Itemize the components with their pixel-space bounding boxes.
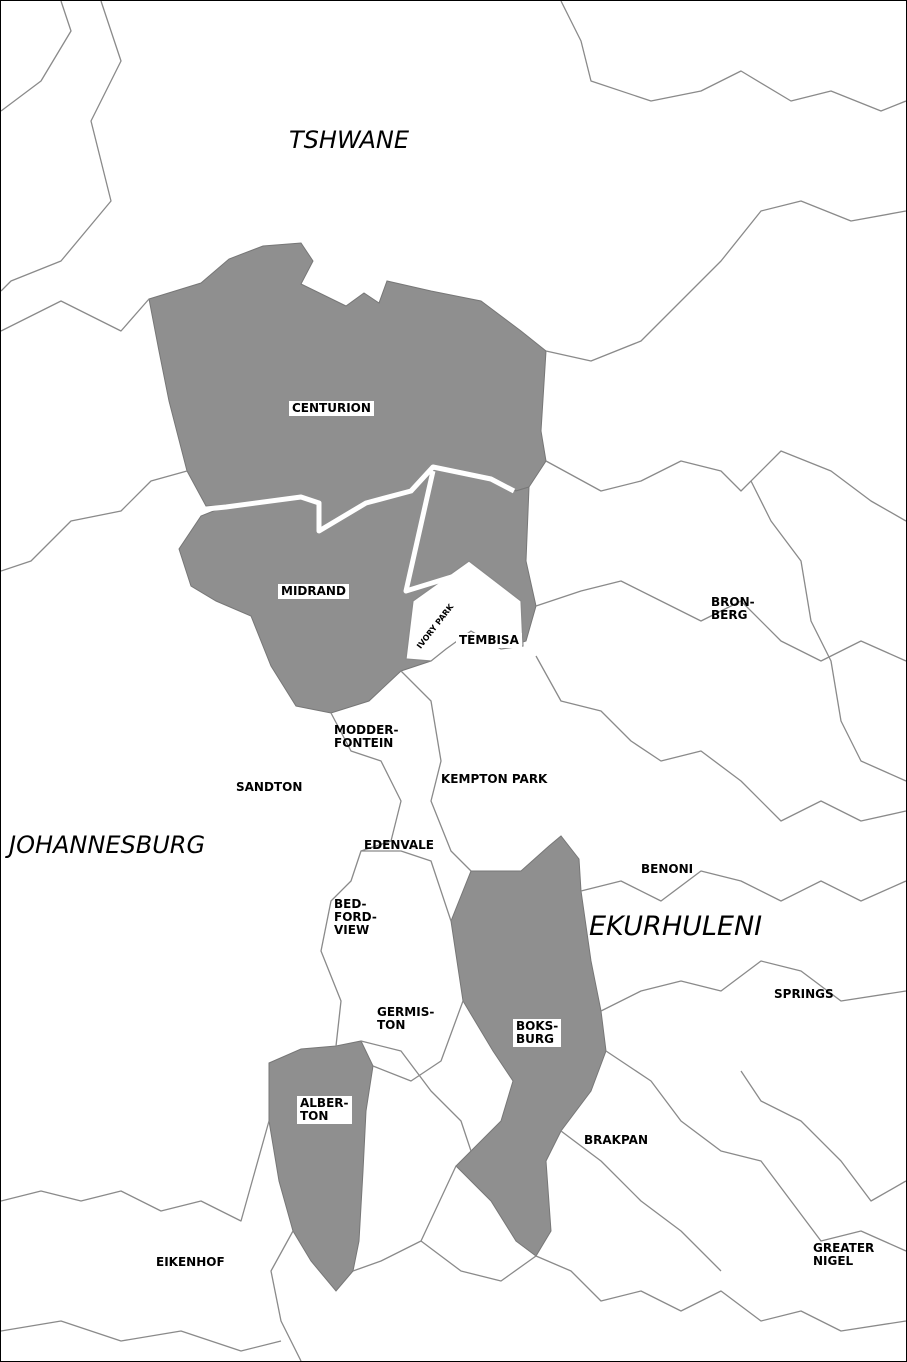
region-johannesburg: JOHANNESBURG	[9, 831, 206, 859]
label-sandton: SANDTON	[236, 780, 303, 794]
label-germiston: GERMIS- TON	[377, 1005, 435, 1032]
label-modderfontein: MODDER- FONTEIN	[334, 723, 399, 750]
region-tshwane: TSHWANE	[289, 126, 410, 154]
label-springs: SPRINGS	[774, 987, 834, 1001]
shaded-alberton	[268, 1040, 374, 1292]
label-brakpan: BRAKPAN	[584, 1133, 648, 1147]
label-alberton: ALBER- TON	[297, 1096, 352, 1124]
label-bedfordview: BED- FORD- VIEW	[334, 897, 377, 937]
label-benoni: BENONI	[641, 862, 694, 876]
label-bronberg: BRON- BERG	[711, 595, 755, 622]
region-ekurhuleni: EKURHULENI	[589, 911, 763, 942]
label-centurion: CENTURION	[289, 401, 374, 416]
label-edenvale: EDENVALE	[364, 838, 435, 852]
label-boksburg: BOKS- BURG	[513, 1019, 562, 1047]
label-tembisa: TEMBISA	[456, 633, 522, 648]
label-kempton-park: KEMPTON PARK	[441, 772, 548, 786]
label-eikenhof: EIKENHOF	[156, 1255, 225, 1269]
label-greater-nigel: GREATER NIGEL	[813, 1241, 875, 1268]
label-midrand: MIDRAND	[278, 584, 349, 599]
white-boundary-line	[205, 464, 516, 594]
